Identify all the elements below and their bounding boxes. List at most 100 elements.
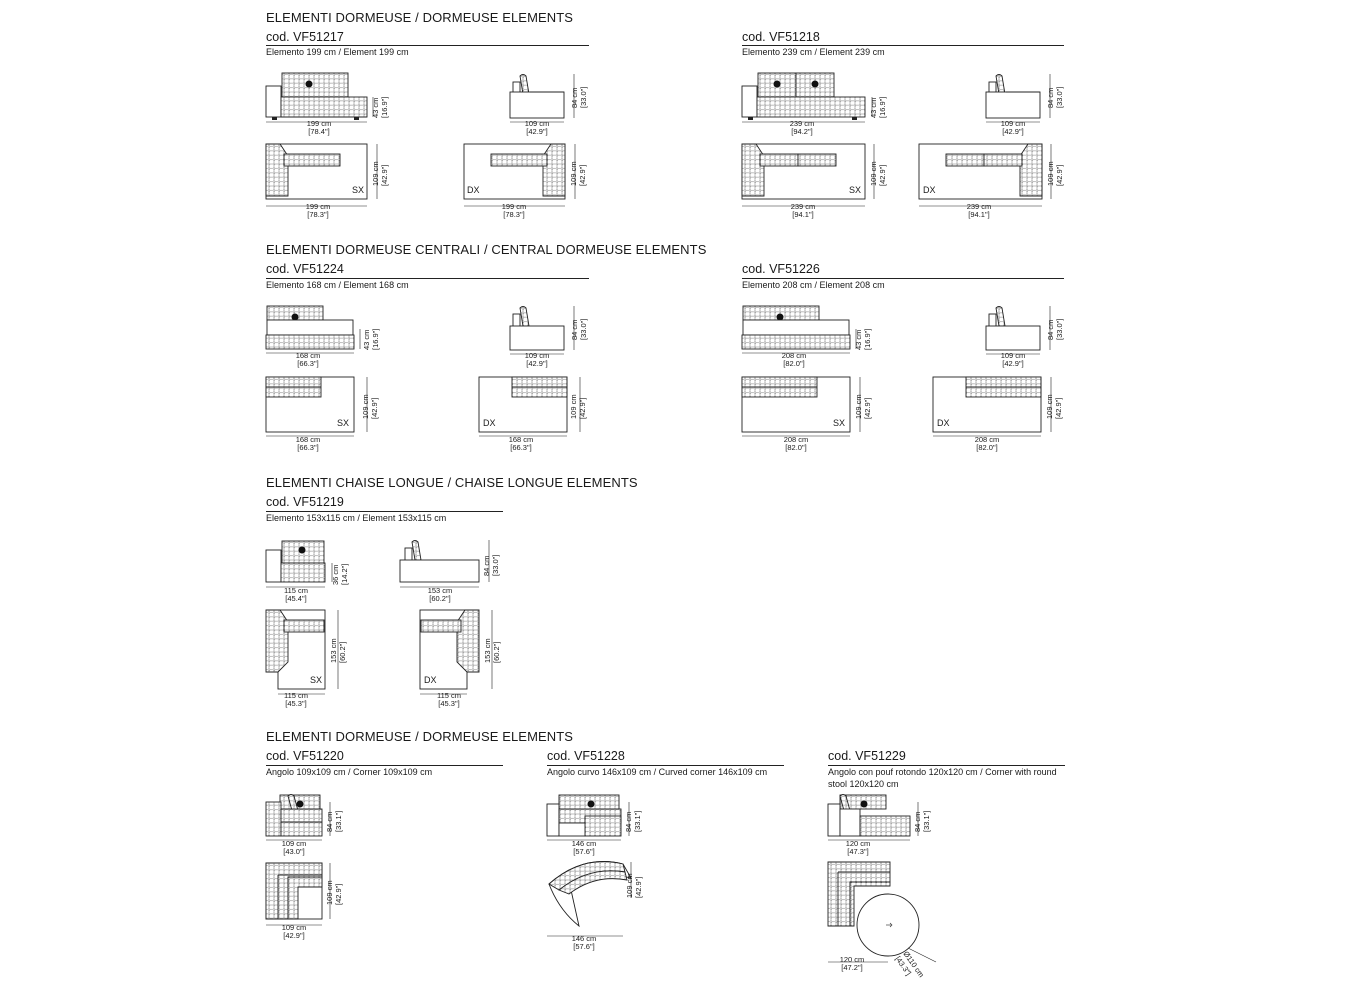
width-label-inches: [66.3"] [510,443,532,452]
width-label-inches: [42.9"] [1002,359,1024,368]
width-label-inches: [60.2"] [429,594,451,603]
width-label: 146 cm [571,934,597,943]
width-label: 120 cm [839,955,865,964]
width-label: 109 cm [524,351,550,360]
height-label-inches: [33.0"] [1055,86,1064,108]
top-view-sx-drawing [265,376,368,437]
item-code: cod. VF51218 [742,30,820,44]
item-code: cod. VF51219 [266,495,344,509]
height-label: 84 cm [624,811,633,832]
height-label: 43 cm [869,97,878,118]
side-view-drawing [985,306,1051,355]
depth-label-inches: [42.9"] [863,397,872,419]
width-label: 239 cm [789,119,815,128]
width-label-inches: [82.0"] [976,443,998,452]
height-label-inches: [33.0"] [1055,318,1064,340]
depth-label: 109 cm [1046,161,1055,186]
divider [266,45,589,46]
height-label-inches: [33.1"] [334,810,343,832]
depth-label-inches: [42.9"] [578,397,587,419]
top-view-sx-drawing [265,143,378,207]
side-view-drawing [399,540,490,588]
item-code: cod. VF51228 [547,749,625,763]
width-label-inches: [45.4"] [285,594,307,603]
depth-label: 109 cm [1045,394,1054,419]
height-label: 43 cm [854,329,863,350]
width-label: 199 cm [501,202,527,211]
width-label: 168 cm [508,435,534,444]
height-label: 36 cm [331,564,340,585]
width-label-inches: [42.9"] [283,931,305,940]
width-label-inches: [82.0"] [783,359,805,368]
width-label: 146 cm [571,839,597,848]
top-view-drawing [547,861,632,937]
depth-label: 109 cm [569,394,578,419]
width-label-inches: [82.0"] [785,443,807,452]
width-label: 208 cm [783,435,809,444]
depth-label: 109 cm [869,161,878,186]
width-label-inches: [42.9"] [1002,127,1024,136]
width-label-inches: [94.1"] [792,210,814,219]
side-view-drawing [985,74,1051,123]
depth-label: 109 cm [569,161,578,186]
width-label-inches: [66.3"] [297,359,319,368]
height-label-inches: [16.9"] [878,96,887,118]
height-label-inches: [33.1"] [633,810,642,832]
front-view-drawing [741,72,873,123]
top-view-dx-drawing [478,376,581,437]
divider [742,278,1064,279]
front-view-drawing [265,540,333,588]
height-label-inches: [33.0"] [579,86,588,108]
width-label: 153 cm [427,586,453,595]
width-label-inches: [78.3"] [307,210,329,219]
width-label: 168 cm [295,351,321,360]
depth-label: 109 cm [371,161,380,186]
width-label: 208 cm [974,435,1000,444]
width-label-inches: [45.3"] [438,699,460,708]
item-description: Elemento 153x115 cm / Element 153x115 cm [266,513,447,523]
section-title-dormeuse-corners: ELEMENTI DORMEUSE / DORMEUSE ELEMENTS [266,729,574,744]
width-label: 199 cm [305,202,331,211]
width-label: 115 cm [436,691,462,700]
section-title-central-dormeuse: ELEMENTI DORMEUSE CENTRALI / CENTRAL DOR… [266,242,707,257]
item-code: cod. VF51226 [742,262,820,276]
section-title-chaise-longue: ELEMENTI CHAISE LONGUE / CHAISE LONGUE E… [266,475,638,490]
width-label: 115 cm [283,586,309,595]
side-view-drawing [509,306,575,355]
width-label: 120 cm [845,839,871,848]
divider [266,278,589,279]
divider [266,511,503,512]
height-label: 84 cm [1046,319,1055,340]
divider [547,765,784,766]
item-description: Angolo 109x109 cm / Corner 109x109 cm [266,767,433,777]
item-description: Elemento 239 cm / Element 239 cm [742,47,885,57]
depth-label-inches: [42.9"] [1054,397,1063,419]
width-label: 199 cm [306,119,332,128]
top-view-dx-drawing [463,143,576,207]
width-label-inches: [45.3"] [285,699,307,708]
item-description: Elemento 168 cm / Element 168 cm [266,280,409,290]
orientation-label-sx: SX [352,185,365,195]
height-label: 84 cm [570,87,579,108]
depth-label-inches: [60.2"] [492,641,501,663]
width-label: 239 cm [790,202,816,211]
top-view-dx-drawing [918,143,1052,207]
front-view-drawing [265,305,361,354]
depth-label-inches: [42.9"] [370,397,379,419]
orientation-label-dx: DX [937,418,950,428]
depth-label-inches: [42.9"] [334,883,343,905]
orientation-label-sx: SX [310,675,323,685]
top-view-dx-drawing [932,376,1052,437]
item-description: Elemento 208 cm / Element 208 cm [742,280,885,290]
width-label: 109 cm [1000,351,1026,360]
top-view-drawing [265,862,331,926]
width-label-inches: [78.3"] [503,210,525,219]
top-view-dx-drawing [419,609,493,695]
height-label-inches: [16.9"] [863,328,872,350]
width-label: 115 cm [283,691,309,700]
orientation-label-sx: SX [337,418,350,428]
top-view-sx-drawing [265,609,339,695]
width-label: 168 cm [295,435,321,444]
height-label-inches: [16.9"] [380,96,389,118]
height-label: 43 cm [371,97,380,118]
